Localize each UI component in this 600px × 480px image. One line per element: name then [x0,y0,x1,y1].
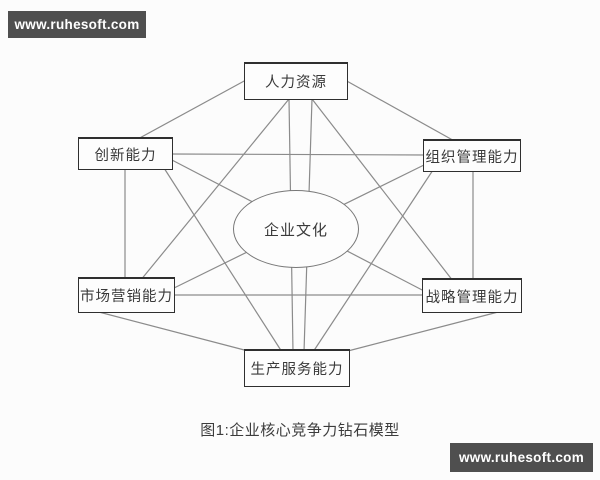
connector-line-hr-marketing [139,98,290,282]
watermark-bottom-right-text: www.ruhesoft.com [458,450,585,465]
connector-line-marketing-production [94,310,253,353]
watermark-top-left-text: www.ruhesoft.com [14,17,140,32]
center-ellipse-corporate-culture: 企业文化 [233,190,359,268]
node-org-management: 组织管理能力 [423,139,521,172]
connector-line-hr-innovation [135,79,247,141]
connector-line-innovation-org [169,153,427,156]
node-human-resources: 人力资源 [244,62,348,100]
node-human-resources-label: 人力资源 [265,75,327,91]
watermark-bottom-right: www.ruhesoft.com [450,443,593,472]
node-marketing: 市场营销能力 [78,277,175,313]
node-innovation: 创新能力 [78,137,173,170]
node-production-service: 生产服务能力 [244,349,350,387]
node-marketing-label: 市场营销能力 [80,289,173,305]
node-strategy-management: 战略管理能力 [422,278,522,313]
connector-line-hr-strategy [311,98,454,282]
node-innovation-label: 创新能力 [94,147,157,164]
connector-line-innovation-production [163,167,283,353]
connector-line-hr-org [344,79,459,144]
figure-caption: 图1:企业核心竞争力钻石模型 [200,422,400,439]
node-strategy-management-label: 战略管理能力 [425,289,519,306]
connector-line-strategy-production [343,310,503,353]
center-ellipse-label: 企业文化 [263,221,328,239]
connector-line-org-production [312,169,434,353]
node-org-management-label: 组织管理能力 [425,149,519,166]
node-production-service-label: 生产服务能力 [250,362,344,378]
watermark-top-left: www.ruhesoft.com [8,11,146,38]
